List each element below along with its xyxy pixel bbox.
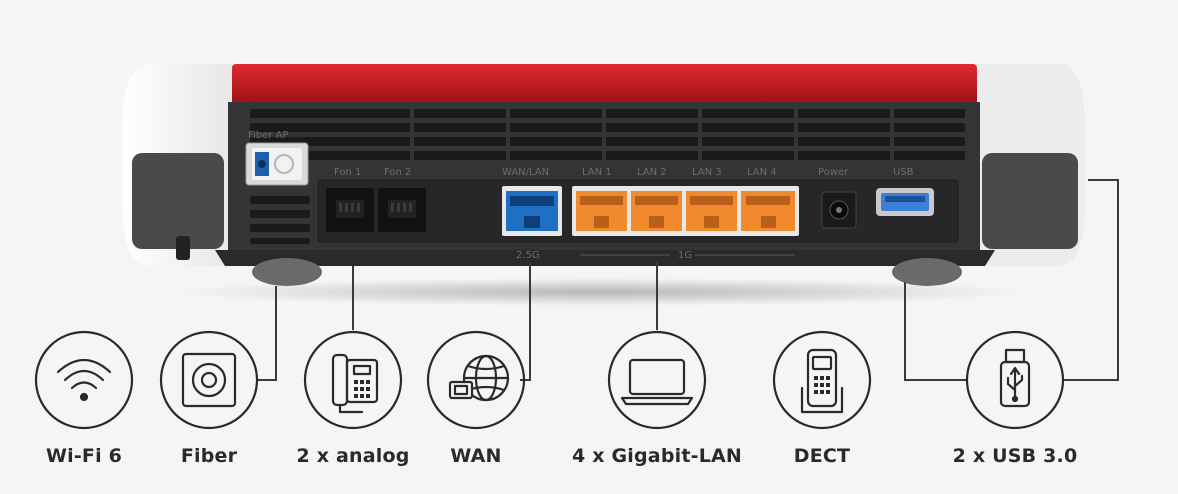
feature-label-wan: WAN [450,445,502,467]
feature-label-lan: 4 x Gigabit-LAN [571,445,743,467]
floor-shadow [170,278,1030,306]
fon1-port-label: Fon 1 [334,167,361,178]
feature-label-dect: DECT [793,445,851,467]
lan3-port-label: LAN 3 [692,167,722,178]
usb-icon [965,330,1065,430]
lan1-port-label: LAN 1 [582,167,612,178]
fiber-icon [159,330,259,430]
power-port-label: Power [818,167,849,178]
feature-label-analog: 2 x analog [296,445,410,467]
vent-grille [250,106,965,244]
wan-port [502,186,562,236]
usb-port-label: USB [893,167,914,178]
laptop-icon [607,330,707,430]
lan2-port-label: LAN 2 [637,167,667,178]
fon-ports [326,188,426,232]
wifi-icon [34,330,134,430]
feature-label-usb: 2 x USB 3.0 [952,445,1078,467]
wan-speed-label: 2.5G [516,250,540,261]
cable-clip [176,236,190,260]
lan-speed-label: 1G [678,250,692,261]
wan-port-label: WAN/LAN [502,167,549,178]
usb-port [876,188,934,216]
fiber-port-label: Fiber AP [248,130,288,141]
power-port [821,191,857,229]
port-silkscreen: Fiber AP Fon 1 Fon 2 WAN/LAN LAN 1 LAN 2… [248,130,914,261]
lan4-port-label: LAN 4 [747,167,777,178]
cordless-phone-icon [772,330,872,430]
feature-label-fiber: Fiber [180,445,238,467]
feature-label-wifi: Wi-Fi 6 [45,445,123,467]
phone-icon [303,330,403,430]
fiber-port [245,142,309,186]
globe-icon [426,330,526,430]
fon2-port-label: Fon 2 [384,167,411,178]
lan-ports [572,186,799,236]
